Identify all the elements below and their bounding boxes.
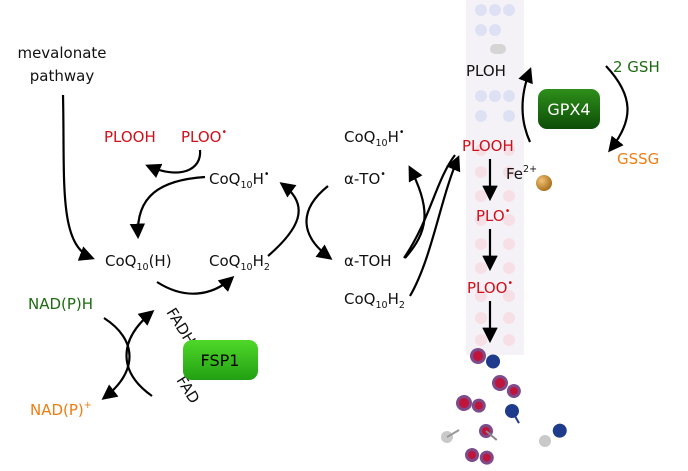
coq10h2-to-plooh-arrow [409,155,461,297]
ploo-left-label: PLOO• [181,127,227,146]
atoc-to-atoh-arrow [305,185,333,260]
coq10h2-to-coq10h-arrow [267,182,300,257]
nadp-label: NAD(P)+ [30,400,92,419]
ploo-to-atoh-curve [403,154,456,259]
nadph-label: NAD(P)H [28,295,93,313]
membrane-column [466,0,524,355]
nadph-to-nadp-arrow [101,317,131,400]
fsp1-enzyme [183,340,258,380]
iron-icon [536,175,552,191]
gpx4-label: GPX4 [547,100,590,119]
coq10h-label: CoQ10(H) [105,252,172,273]
coq10h2-middle-label: CoQ10H2 [209,252,270,273]
plo-radical-label: PLO• [476,206,510,225]
coq10h-to-coq10-arrow [129,175,206,240]
atoh-to-coq10h-arrow [404,165,426,259]
plooh-right-label: PLOOH [462,137,514,155]
lipid-fragments [441,348,567,465]
gsh-label: 2 GSH [613,58,660,76]
fsp1-label: FSP1 [201,351,240,370]
plooh-left-label: PLOOH [104,128,156,146]
mevalonate-label: mevalonate [17,44,106,62]
atoc-radical-label: α-TO• [344,169,386,188]
gpx4-enzyme [538,89,600,129]
coq10h-radical-left-label: CoQ10H• [209,169,269,191]
coq10h2-right-label: CoQ10H2 [344,290,405,311]
plooh-to-ploh-arrow [518,67,533,143]
coq10h-radical-right-label: CoQ10H• [344,127,404,149]
ploo-right-label: PLOO• [467,278,513,297]
gssg-label: GSSG [617,150,659,168]
fad-to-fadh2-arrow [125,310,155,397]
mevalonate-arrow [61,94,95,261]
coq10-to-coq10h2-arrow [156,275,235,295]
ploh-label: PLOH [466,62,506,80]
fe-label: Fe2+ [506,164,537,183]
gsh-to-gssg-arrow [605,65,629,153]
atoh-label: α-TOH [344,252,392,270]
ploo-to-plooh-arrow [145,149,202,178]
pathway-label-text: pathway [30,67,95,85]
